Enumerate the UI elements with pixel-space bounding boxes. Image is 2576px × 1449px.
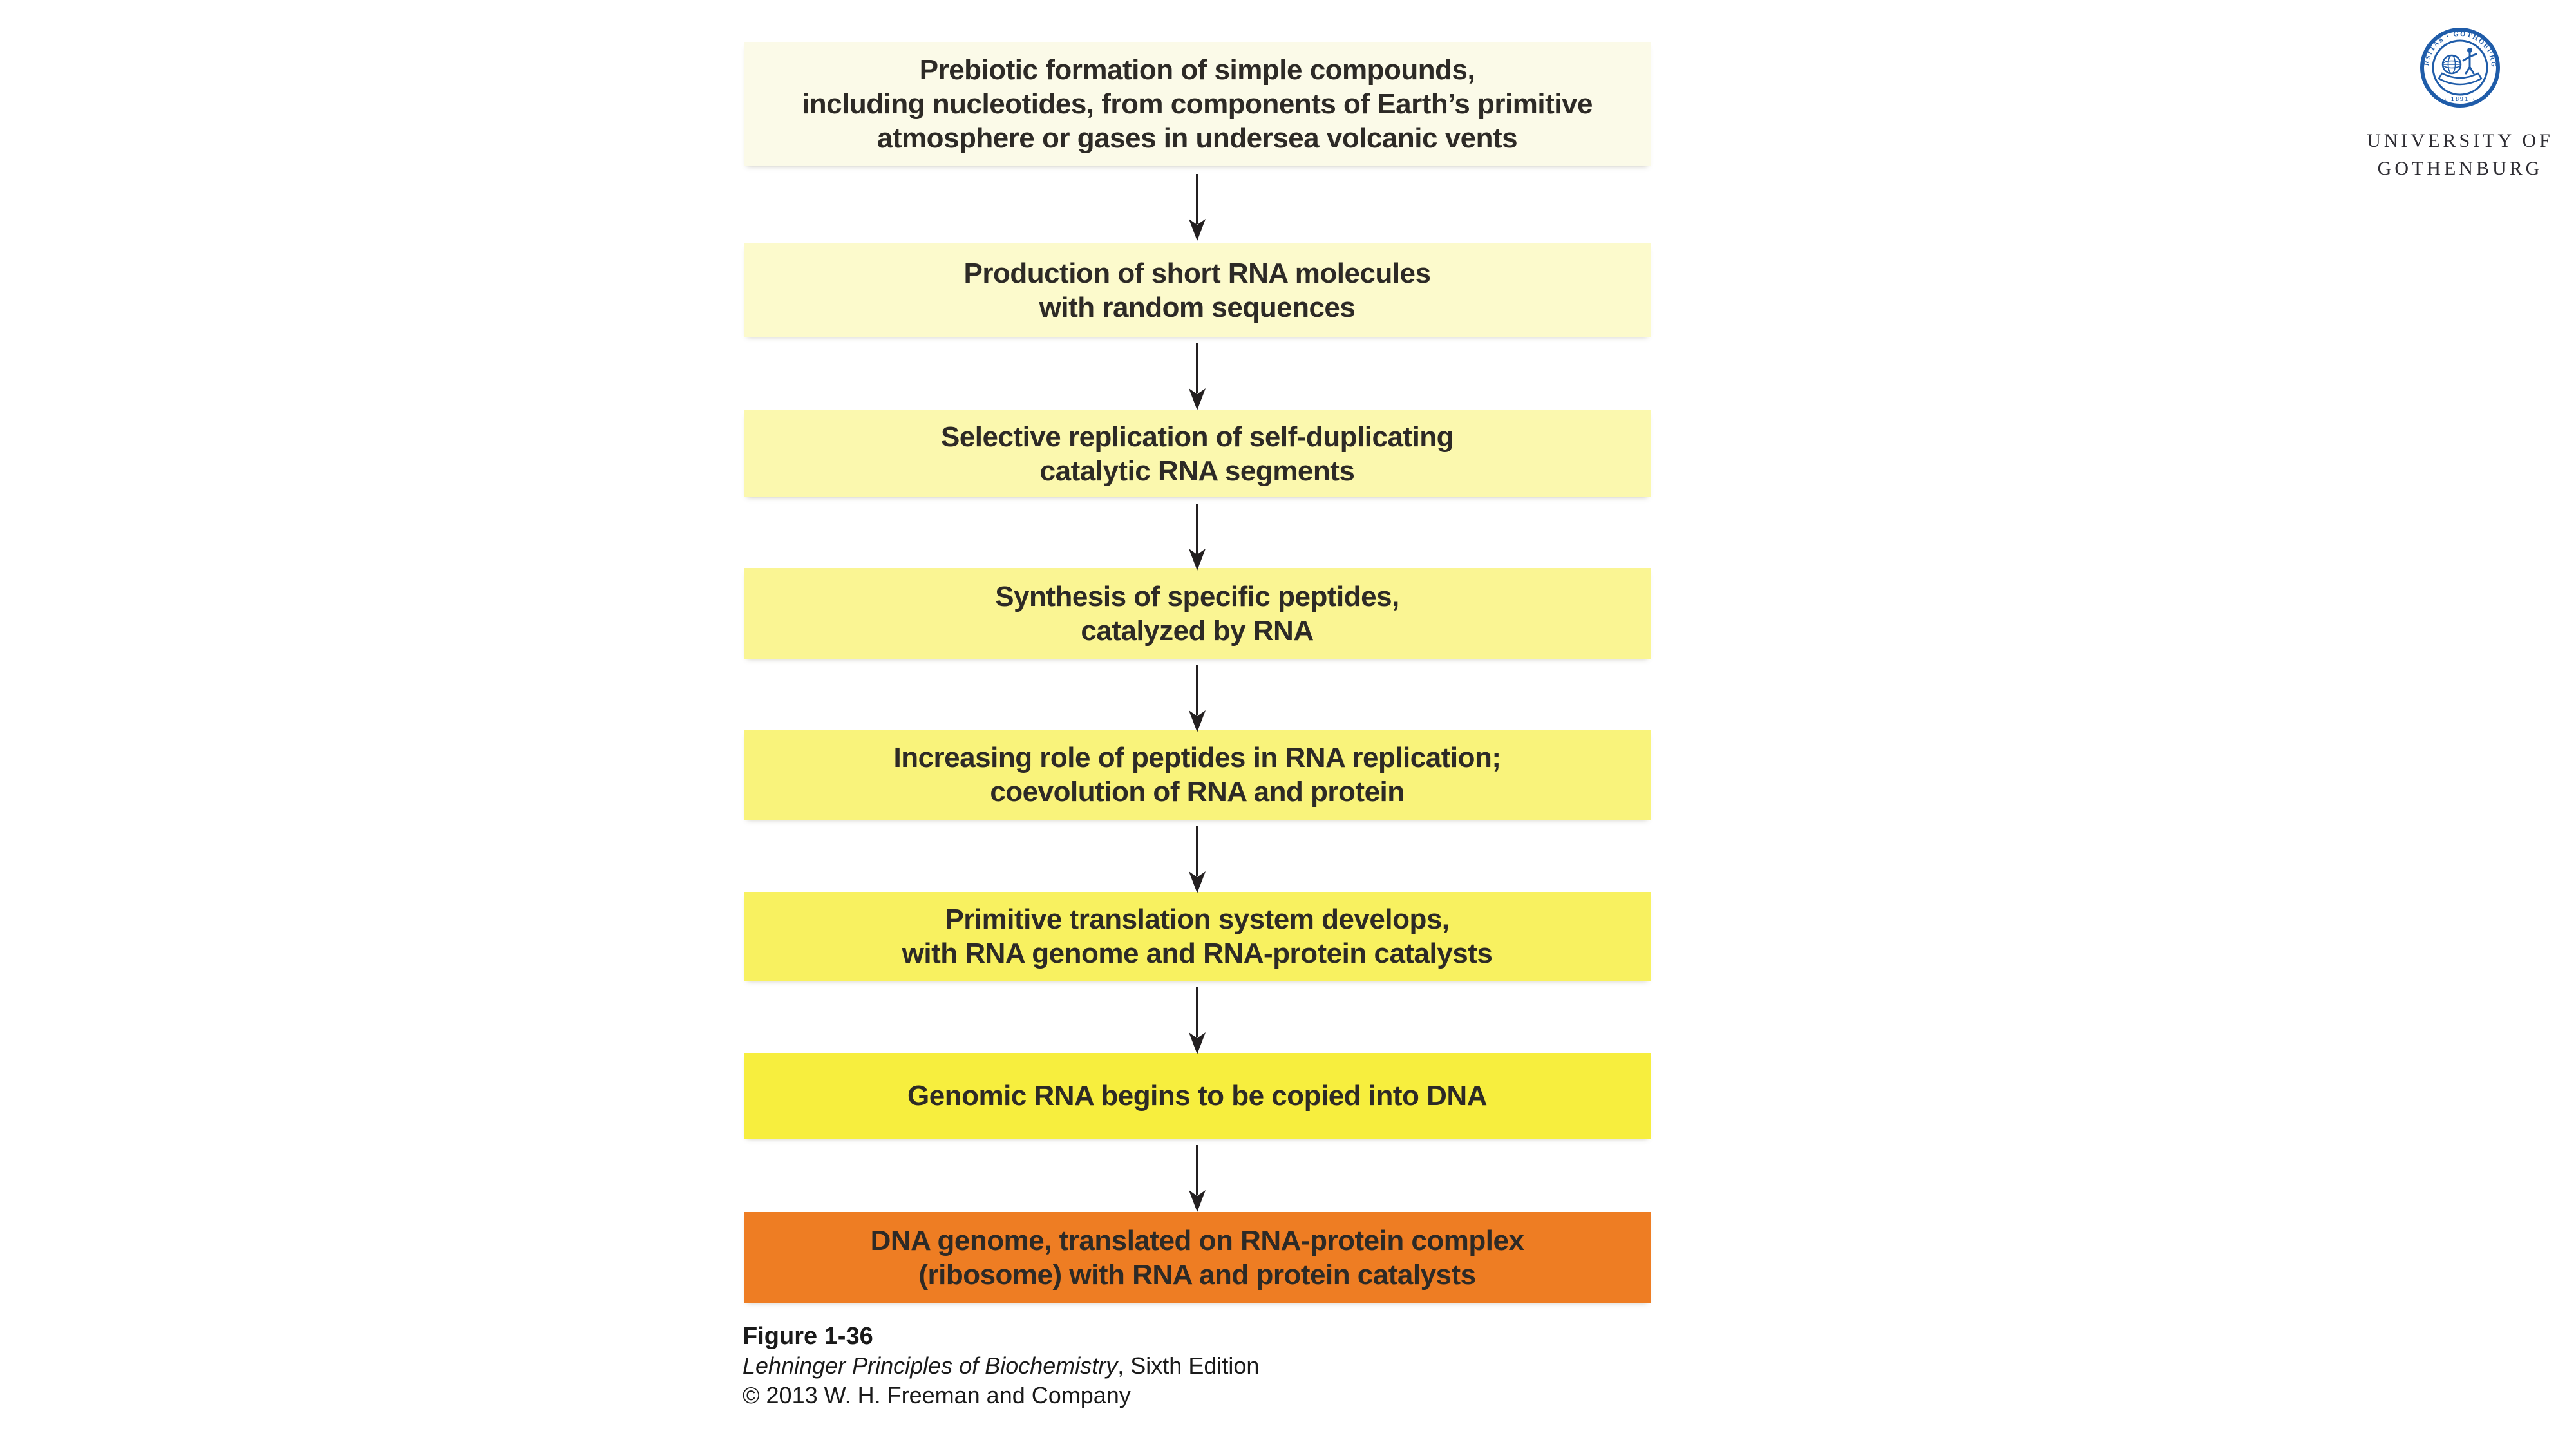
down-arrow-icon (1189, 665, 1206, 732)
flow-step-1-label: Prebiotic formation of simple compounds,… (802, 54, 1593, 154)
down-arrow-icon (1189, 343, 1206, 410)
seal-year: · 1891 · (2444, 96, 2476, 103)
down-arrow-icon (1189, 826, 1206, 893)
university-name-line1: UNIVERSITY OF (2367, 130, 2553, 151)
flow-step-7: Genomic RNA begins to be copied into DNA (744, 1053, 1651, 1139)
flow-step-6-label: Primitive translation system develops, w… (902, 904, 1493, 969)
university-name: UNIVERSITY OF GOTHENBURG (2338, 127, 2576, 182)
flow-step-7-label: Genomic RNA begins to be copied into DNA (907, 1080, 1487, 1112)
flow-step-3: Selective replication of self-duplicatin… (744, 410, 1651, 497)
flow-step-4: Synthesis of specific peptides, catalyze… (744, 568, 1651, 659)
flow-step-5: Increasing role of peptides in RNA repli… (744, 730, 1651, 820)
flow-step-5-label: Increasing role of peptides in RNA repli… (893, 742, 1501, 808)
flow-step-4-label: Synthesis of specific peptides, catalyze… (995, 580, 1399, 647)
flow-step-8: DNA genome, translated on RNA-protein co… (744, 1212, 1651, 1303)
down-arrow-icon (1189, 504, 1206, 571)
flow-step-3-label: Selective replication of self-duplicatin… (940, 421, 1454, 487)
down-arrow-icon (1189, 174, 1206, 241)
flow-step-2-label: Production of short RNA molecules with r… (963, 257, 1431, 323)
figure-caption: Figure 1-36 Lehninger Principles of Bioc… (743, 1321, 1259, 1410)
university-name-line2: GOTHENBURG (2377, 158, 2543, 179)
book-reference: Lehninger Principles of Biochemistry, Si… (743, 1351, 1259, 1381)
book-edition: , Sixth Edition (1117, 1352, 1260, 1379)
flow-step-8-label: DNA genome, translated on RNA-protein co… (870, 1224, 1524, 1291)
down-arrow-icon (1189, 1145, 1206, 1212)
university-logo: UNIVERSITAS · GOTHOBURGENSIS · 1891 · UN… (2338, 27, 2576, 182)
figure-number: Figure 1-36 (743, 1323, 873, 1350)
flow-step-1: Prebiotic formation of simple compounds,… (744, 42, 1651, 166)
university-seal-icon: UNIVERSITAS · GOTHOBURGENSIS · 1891 · (2420, 27, 2500, 108)
flow-step-2: Production of short RNA molecules with r… (744, 243, 1651, 337)
down-arrow-icon (1189, 987, 1206, 1054)
flow-step-6: Primitive translation system develops, w… (744, 892, 1651, 981)
book-title: Lehninger Principles of Biochemistry (743, 1352, 1118, 1379)
copyright-line: © 2013 W. H. Freeman and Company (743, 1382, 1131, 1408)
seal-emblem (2438, 48, 2483, 86)
